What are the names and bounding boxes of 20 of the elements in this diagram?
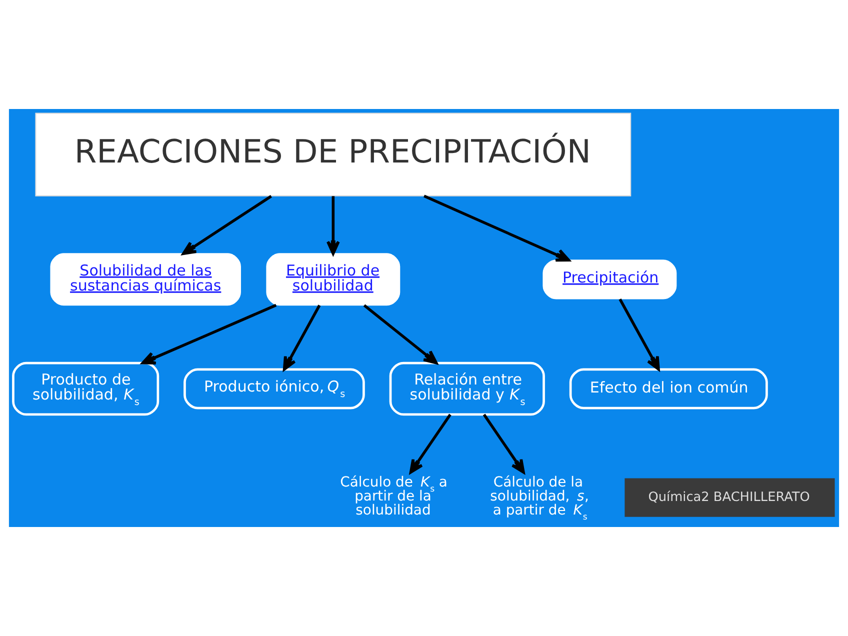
- node-box: Producto iónico, Q$_{s}$: [184, 368, 365, 410]
- arrow: [282, 304, 321, 371]
- node-box: Solubilidad de las sustancias químicas: [50, 253, 241, 306]
- node-box: Relación entre solubilidad y K$_{s}$: [389, 362, 545, 416]
- node-box: Precipitación: [542, 260, 677, 300]
- node-box: Producto de solubilidad, K$_{s}$: [12, 362, 160, 416]
- arrow: [482, 414, 525, 474]
- arrow: [424, 194, 570, 262]
- arrow: [326, 196, 340, 255]
- arrow: [182, 194, 272, 255]
- node-box: Equilibrio de solubilidad: [266, 253, 400, 306]
- node-text: Cálculo de la solubilidad, s, a partir de K$_{s}$: [490, 474, 589, 523]
- node-box: REACCIONES DE PRECIPITACIÓN: [35, 112, 632, 196]
- node-text: Cálculo de K$_{s}$ a partir de la solubilidad: [340, 474, 448, 519]
- arrow: [409, 414, 452, 474]
- arrow: [141, 304, 277, 364]
- node-box: Efecto del ion común: [569, 368, 768, 410]
- arrow: [363, 304, 438, 364]
- label: Química2 BACHILLERATO: [648, 490, 810, 505]
- arrow: [618, 298, 660, 371]
